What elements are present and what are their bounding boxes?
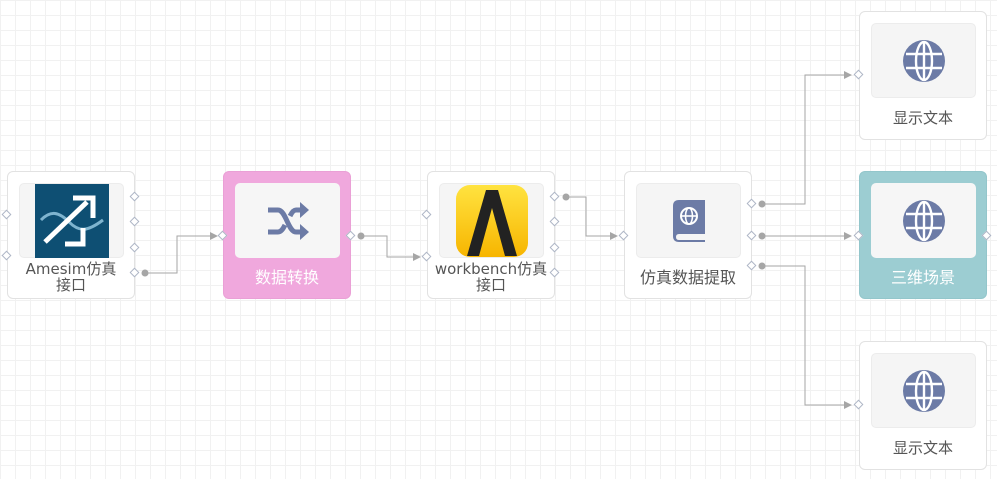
- node-icon-box: [235, 183, 340, 258]
- amesim-logo-icon: [34, 183, 109, 258]
- node-3d-scene[interactable]: 三维场景: [859, 171, 987, 299]
- edge-start-dot: [357, 232, 365, 240]
- edge-start-dot: [758, 232, 766, 240]
- node-amesim[interactable]: Amesim仿真接口: [7, 171, 135, 299]
- edge-amesim-to-convert[interactable]: [145, 232, 218, 274]
- edge-workbench-to-extract[interactable]: [566, 196, 618, 240]
- edge-extract-to-text2[interactable]: [762, 265, 852, 409]
- node-icon-box: [871, 353, 976, 428]
- shuffle-icon: [267, 201, 309, 240]
- node-data-extract[interactable]: 仿真数据提取: [624, 171, 752, 299]
- node-icon-box: [871, 183, 976, 258]
- node-display-text-bottom[interactable]: 显示文本: [859, 341, 987, 470]
- node-icon-box: [636, 183, 741, 258]
- node-display-text-top[interactable]: 显示文本: [859, 11, 987, 140]
- globe-icon: [902, 199, 945, 242]
- node-workbench[interactable]: workbench仿真接口: [427, 171, 555, 299]
- node-label: 数据转换: [254, 268, 319, 287]
- workbench-logo-icon: [455, 184, 528, 257]
- book-globe-icon: [672, 199, 705, 242]
- globe-icon: [902, 369, 945, 412]
- edge-start-dot: [141, 269, 149, 277]
- node-label: Amesim仿真接口: [25, 260, 117, 294]
- node-label: 显示文本: [892, 109, 953, 127]
- node-icon-box: [19, 183, 124, 258]
- node-label: 仿真数据提取: [639, 268, 736, 287]
- node-label: 三维场景: [890, 268, 955, 287]
- edge-start-dot: [562, 193, 570, 201]
- node-icon-box: [871, 23, 976, 98]
- node-label: 显示文本: [892, 439, 953, 457]
- node-label: workbench仿真接口: [434, 260, 548, 294]
- edge-start-dot: [758, 262, 766, 270]
- node-data-convert[interactable]: 数据转换: [223, 171, 351, 299]
- node-icon-box: [439, 183, 544, 258]
- edge-start-dot: [758, 200, 766, 208]
- edge-convert-to-workbench[interactable]: [361, 235, 421, 261]
- edge-extract-to-text1[interactable]: [762, 71, 852, 205]
- globe-icon: [902, 39, 945, 82]
